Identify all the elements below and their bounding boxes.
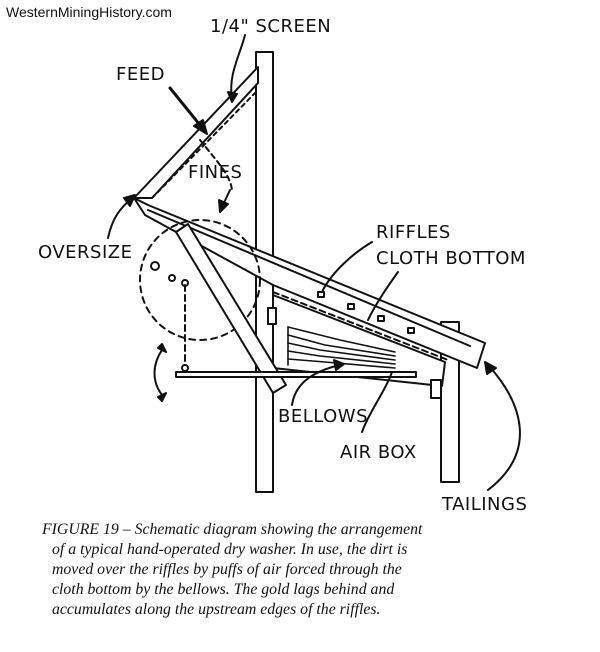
label-fines: FINES [188, 162, 242, 183]
label-oversize: OVERSIZE [38, 242, 132, 263]
screen-mesh [151, 89, 259, 199]
crank-wheel [139, 219, 261, 341]
riffles-leader [321, 241, 373, 293]
watermark: WesternMiningHistory.com [6, 4, 172, 20]
dry-washer-diagram: 1/4" SCREEN FEED FINES OVERSIZE RIFFLES … [38, 16, 527, 515]
lever-arm [175, 223, 287, 394]
caption-line: FIGURE 19 – Schematic diagram showing th… [42, 521, 423, 538]
airbox-leader [361, 371, 393, 433]
label-tailings: TAILINGS [441, 494, 527, 515]
label-cloth-bottom: CLOTH BOTTOM [376, 248, 526, 269]
riffle-floor [147, 209, 471, 347]
figure-caption: FIGURE 19 – Schematic diagram showing th… [42, 520, 572, 620]
feed-dashed-curve [199, 139, 233, 191]
crank-hub [168, 274, 176, 282]
label-riffles: RIFFLES [376, 222, 451, 243]
label-screen: 1/4" SCREEN [210, 16, 331, 37]
air-box-foot-right [430, 379, 442, 399]
crank-pin [150, 261, 160, 271]
label-air-box: AIR BOX [340, 442, 417, 463]
cloth-bottom [272, 291, 449, 361]
label-bellows: BELLOWS [278, 406, 368, 427]
caption-line: moved over the riffles by puffs of air f… [52, 561, 402, 578]
caption-line: accumulates along the upstream edges of … [52, 601, 381, 618]
screen-leader [230, 34, 246, 99]
linkage-bar [175, 371, 417, 378]
label-feed: FEED [116, 64, 165, 85]
cloth-leader [367, 271, 399, 321]
caption-line: cloth bottom by the bellows. The gold la… [52, 581, 395, 598]
caption-line: of a typical hand-operated dry washer. I… [52, 541, 408, 558]
bellows [287, 326, 396, 369]
air-box-foot-left [267, 307, 277, 325]
bellows-leader [291, 364, 341, 406]
tailings-leader [487, 364, 521, 491]
rotation-arrow [153, 349, 163, 396]
